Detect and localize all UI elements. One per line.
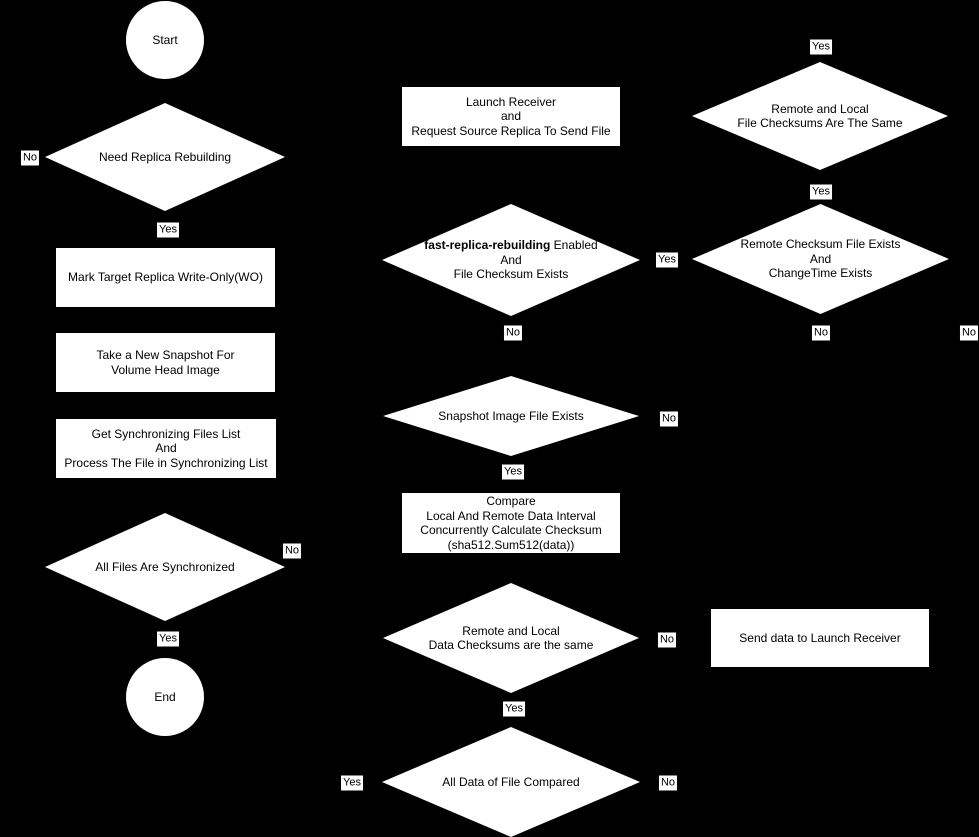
edge-label-yes-file-checksums-top: Yes [810,39,832,55]
edge-label-no-snapshot-exists: No [659,411,679,427]
decision-snapshot-image-exists: Snapshot Image File Exists [383,376,639,456]
edge-label-no-all-data: No [658,775,678,791]
edge-label-yes-need-replica: Yes [157,222,179,238]
edge-label-yes-all-data: Yes [341,775,363,791]
decision-snapshot-image-exists-label: Snapshot Image File Exists [438,408,584,423]
decision-need-replica-rebuilding: Need Replica Rebuilding [45,103,285,211]
decision-file-checksums-same: Remote and Local File Checksums Are The … [692,62,948,170]
decision-all-files-synchronized-label: All Files Are Synchronized [95,559,235,574]
process-launch-receiver-label: Launch Receiver and Request Source Repli… [411,94,611,138]
process-get-sync-files-list-label: Get Synchronizing Files List And Process… [64,426,268,470]
decision-data-checksums-same: Remote and Local Data Checksums are the … [383,583,639,693]
decision-data-checksums-same-label: Remote and Local Data Checksums are the … [428,623,594,653]
process-compare-checksum: Compare Local And Remote Data Interval C… [402,493,620,553]
decision-all-files-synchronized: All Files Are Synchronized [45,513,285,621]
edge-label-yes-all-files: Yes [157,631,179,647]
end-node: End [126,658,204,736]
edge-label-yes-snapshot-exists: Yes [502,464,524,480]
decision-fast-replica-rebuilding-label: fast-replica-rebuilding Enabled And File… [396,238,625,282]
process-compare-checksum-label: Compare Local And Remote Data Interval C… [420,494,602,552]
edge-label-no-remote-checksum: No [811,325,831,341]
process-get-sync-files-list: Get Synchronizing Files List And Process… [56,419,276,478]
decision-remote-checksum-exists-label: Remote Checksum File Exists And ChangeTi… [740,237,901,281]
process-send-data: Send data to Launch Receiver [711,609,929,667]
process-mark-target-replica: Mark Target Replica Write-Only(WO) [56,248,275,307]
decision-all-data-compared: All Data of File Compared [382,727,640,837]
decision-file-checksums-same-label: Remote and Local File Checksums Are The … [737,101,903,131]
edge-label-no-fast-replica: No [503,325,523,341]
process-take-new-snapshot: Take a New Snapshot For Volume Head Imag… [56,333,275,392]
edge-label-no-all-files: No [282,543,302,559]
fast-replica-rebuilding-bold-text: fast-replica-rebuilding [424,238,551,253]
decision-all-data-compared-label: All Data of File Compared [442,774,580,789]
process-send-data-label: Send data to Launch Receiver [739,630,901,645]
process-launch-receiver: Launch Receiver and Request Source Repli… [402,87,620,146]
edge-label-yes-file-checksums-bottom: Yes [810,184,832,200]
end-label: End [154,689,176,704]
edge-label-no-remote-checksum-right: No [959,325,979,341]
start-label: Start [152,32,178,47]
edge-label-yes-fast-replica: Yes [656,252,678,268]
edge-label-no-need-replica: No [20,150,40,166]
edge-label-no-data-checksums: No [657,632,677,648]
fast-replica-rebuilding-rest-text: Enabled And File Checksum Exists [453,238,598,282]
start-node: Start [126,1,204,79]
decision-remote-checksum-exists: Remote Checksum File Exists And ChangeTi… [692,204,949,314]
process-take-new-snapshot-label: Take a New Snapshot For Volume Head Imag… [96,348,235,377]
decision-need-replica-rebuilding-label: Need Replica Rebuilding [98,149,232,164]
edge-label-yes-data-checksums: Yes [503,701,525,717]
decision-fast-replica-rebuilding: fast-replica-rebuilding Enabled And File… [382,204,640,316]
process-mark-target-replica-label: Mark Target Replica Write-Only(WO) [68,270,263,285]
